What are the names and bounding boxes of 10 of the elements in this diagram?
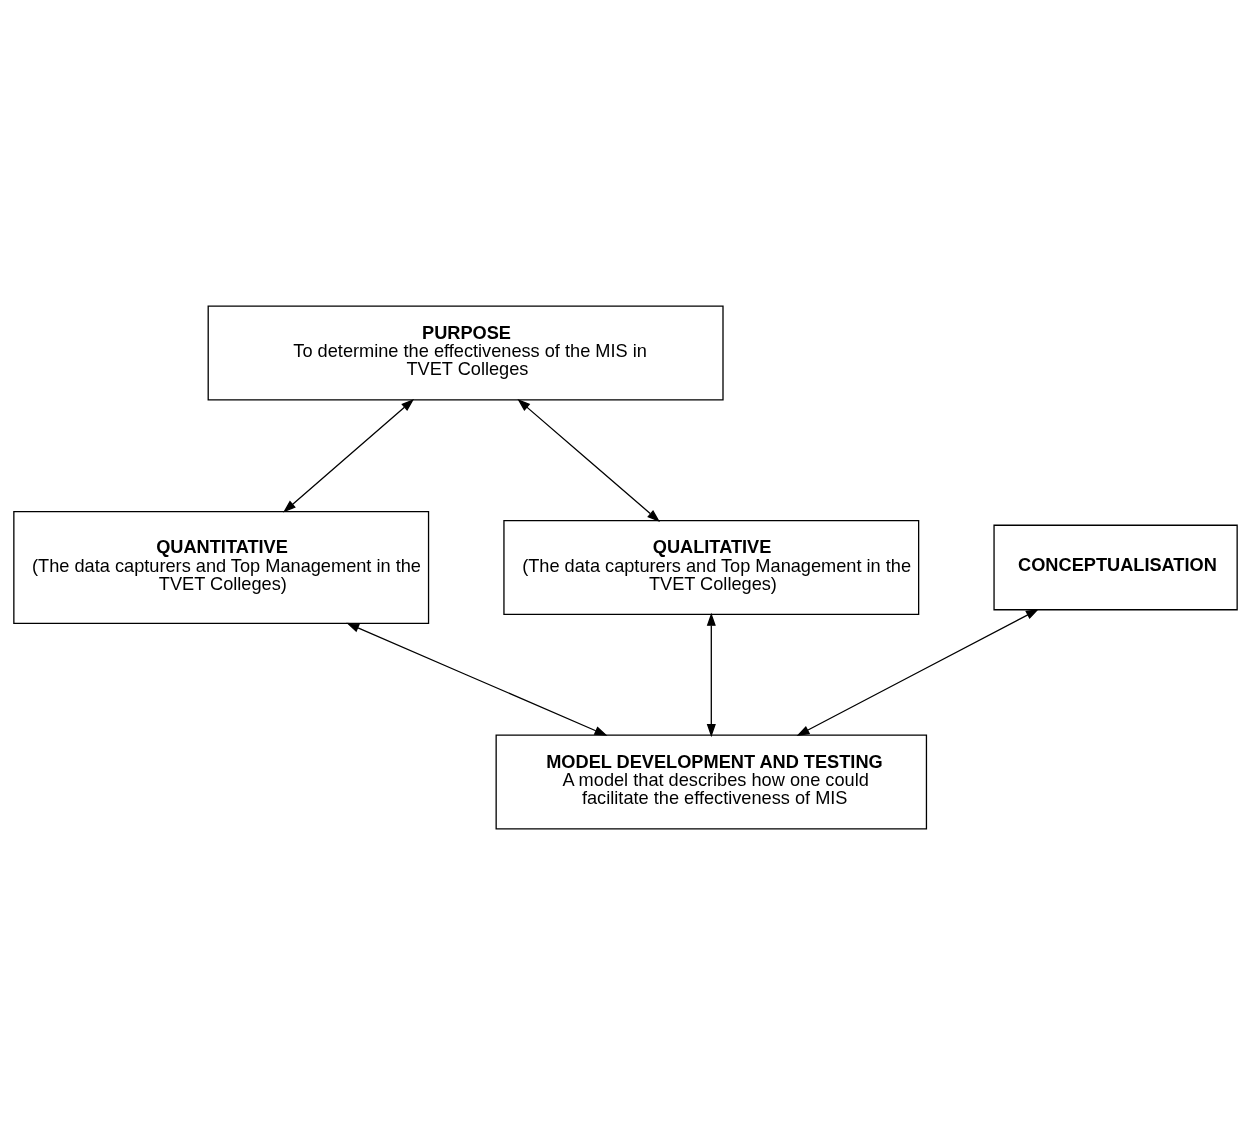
arrow <box>283 399 415 513</box>
arrow <box>346 622 608 736</box>
arrow <box>796 609 1039 737</box>
arrow <box>517 399 660 522</box>
node-box: QUALITATIVE (The data capturers and Top Management in the TVET Colleges) <box>503 520 920 615</box>
node-box: QUANTITATIVE (The data capturers and Top Management in the TVET Colleges) <box>13 510 430 625</box>
arrow <box>706 612 716 738</box>
node-box: PURPOSE To determine the effectiveness of the MIS in TVET Colleges <box>207 305 724 401</box>
node-box: CONCEPTUALISATION <box>993 524 1238 611</box>
node-box: MODEL DEVELOPMENT AND TESTING A model that describes how one could facilitate the effectiveness of MIS <box>495 734 928 830</box>
